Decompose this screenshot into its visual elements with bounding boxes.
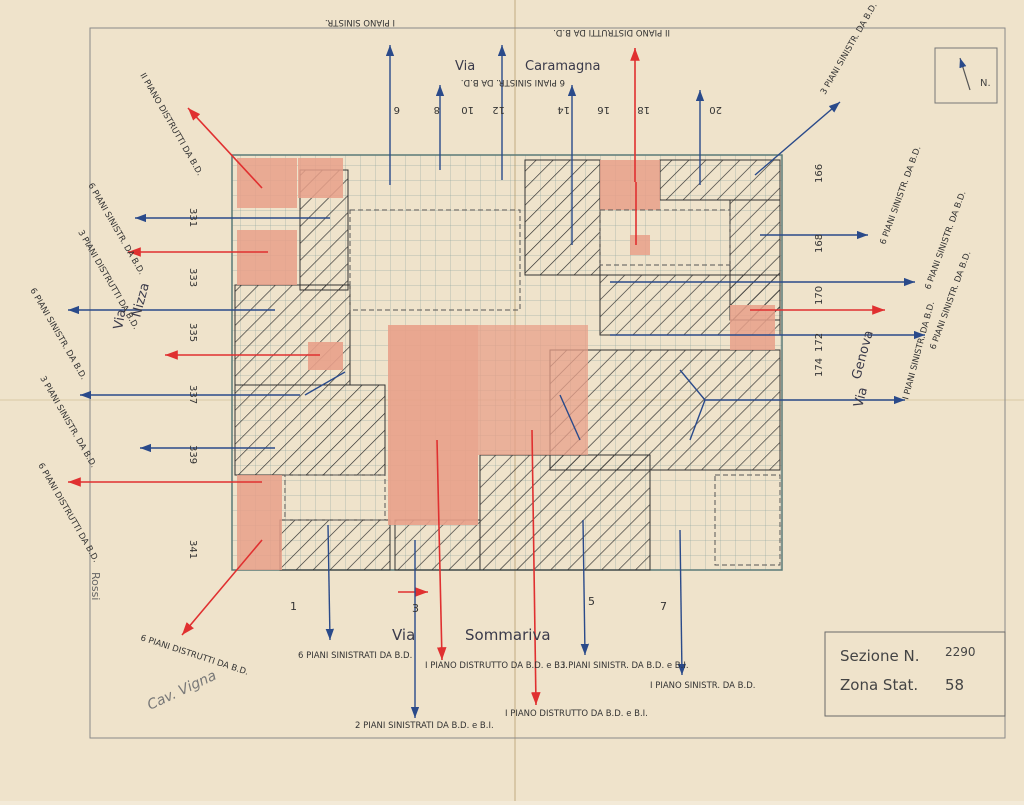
house-numbers-left: 331 333 335 337 339 341 <box>187 208 198 559</box>
hatched-building <box>279 519 391 571</box>
annotation: I PIANO SINISTR. <box>325 17 395 27</box>
section-value: 2290 <box>945 645 976 659</box>
destroyed-building <box>730 305 775 350</box>
margin-note: Rossi <box>89 572 102 600</box>
map-frame <box>89 27 1006 739</box>
north-arrow-box: N. <box>934 47 998 104</box>
destroyed-building <box>237 475 282 570</box>
house-numbers-top: 6 8 10 12 14 16 18 20 <box>394 104 722 115</box>
annotation: 6 PIANI SINISTRATI DA B.D. <box>298 651 412 661</box>
street-left-via: Via <box>111 308 129 330</box>
annotation: I PIANO DISTRUTTO DA B.D. e B.I. <box>505 709 648 719</box>
destroyed-building <box>630 235 650 255</box>
house-numbers-bottom: 1 3 5 7 <box>290 595 667 615</box>
hatched-building <box>394 519 481 571</box>
house-number: 335 <box>187 323 198 342</box>
city-block <box>231 154 783 571</box>
house-number: 14 <box>557 104 570 115</box>
north-label: N. <box>980 78 991 89</box>
destroyed-building <box>237 158 297 208</box>
destroyed-building <box>388 325 478 525</box>
destroyed-building <box>600 160 660 210</box>
zone-value: 58 <box>945 676 964 694</box>
hatched-building <box>659 159 781 201</box>
destroyed-building <box>237 230 297 285</box>
courtyard <box>599 209 731 266</box>
house-number: 174 <box>814 358 825 377</box>
street-bottom-name: Sommariva <box>465 626 551 644</box>
annotation: 3 PIANI SINISTR. DA B.D. e B.I. <box>560 661 689 671</box>
hatched-building <box>549 349 781 471</box>
street-bottom-via: Via <box>392 626 415 644</box>
house-number: 8 <box>434 104 440 115</box>
house-number: 3 <box>412 602 419 615</box>
house-number: 170 <box>814 286 825 305</box>
house-number: 12 <box>492 104 505 115</box>
house-number: 333 <box>187 268 198 287</box>
annotation: 2 PIANI SINISTRATI DA B.D. e B.I. <box>355 721 494 731</box>
annotation: II PIANO DISTRUTTI DA B.D. <box>553 27 670 37</box>
hatched-building <box>729 199 781 321</box>
destroyed-building <box>298 158 343 198</box>
annotation: I PIANO SINISTR. DA B.D. <box>650 681 755 691</box>
courtyard <box>714 474 781 566</box>
zone-label: Zona Stat. <box>840 676 918 694</box>
house-number: 5 <box>588 595 595 608</box>
section-label: Sezione N. <box>840 647 919 665</box>
street-top-name: Caramagna <box>525 59 600 74</box>
house-number: 339 <box>187 445 198 464</box>
house-number: 20 <box>709 104 722 115</box>
house-number: 10 <box>461 104 474 115</box>
hatched-building <box>234 384 386 476</box>
street-top-via: Via <box>455 59 475 74</box>
house-number: 6 <box>394 104 400 115</box>
annotation: I PIANO DISTRUTTO DA B.D. e B.I. <box>425 661 568 671</box>
destroyed-building <box>478 325 588 455</box>
house-number: 7 <box>660 600 667 613</box>
red-arrows <box>68 48 885 706</box>
house-number: 337 <box>187 385 198 404</box>
blue-arrows <box>68 45 925 718</box>
house-number: 1 <box>290 600 297 613</box>
north-arrow-icon <box>959 57 971 91</box>
house-number: 331 <box>187 208 198 227</box>
house-number: 172 <box>814 333 825 352</box>
hatched-building <box>479 454 651 571</box>
street-right-via: Via <box>851 386 871 409</box>
house-number: 16 <box>597 104 610 115</box>
house-number: 18 <box>637 104 650 115</box>
title-box: Sezione N. 2290 Zona Stat. 58 <box>824 631 1006 717</box>
house-number: 168 <box>814 234 825 253</box>
annotation: 6 PIANI SINISTR. DA B.D. <box>461 77 565 87</box>
courtyard <box>349 209 521 311</box>
house-numbers-right: 166 168 170 172 174 <box>814 164 825 377</box>
house-number: 166 <box>814 164 825 183</box>
house-number: 341 <box>187 540 198 559</box>
courtyard <box>284 474 386 521</box>
hatched-building <box>524 159 601 276</box>
destroyed-building <box>308 342 343 370</box>
